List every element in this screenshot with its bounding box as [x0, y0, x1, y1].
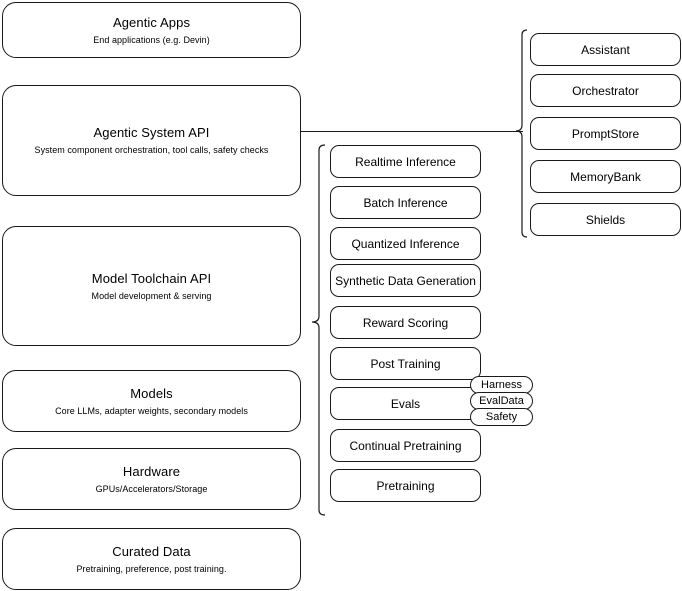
component-label: MemoryBank [570, 169, 641, 184]
component-label: Reward Scoring [362, 315, 449, 330]
bracket-toolchain-components [311, 144, 326, 516]
layer-title: Models [130, 385, 173, 401]
layer-subtitle: Pretraining, preference, post training. [76, 563, 227, 574]
component-box-memorybank[interactable]: MemoryBank [530, 160, 681, 193]
component-box-synthetic-data-generation[interactable]: Synthetic Data Generation [330, 264, 481, 297]
connector-line-agentic-system [301, 130, 523, 132]
tag-label: Safety [485, 411, 518, 423]
component-box-post-training[interactable]: Post Training [330, 347, 481, 380]
component-box-realtime-inference[interactable]: Realtime Inference [330, 145, 481, 178]
layer-title: Curated Data [112, 543, 191, 559]
component-label: Pretraining [376, 478, 435, 493]
layer-subtitle: GPUs/Accelerators/Storage [95, 483, 208, 494]
component-box-assistant[interactable]: Assistant [530, 33, 681, 66]
layer-box-model-toolchain-api[interactable]: Model Toolchain API Model development & … [2, 226, 301, 346]
layer-box-curated-data[interactable]: Curated Data Pretraining, preference, po… [2, 528, 301, 590]
layer-box-agentic-system-api[interactable]: Agentic System API System component orch… [2, 85, 301, 196]
layer-box-agentic-apps[interactable]: Agentic Apps End applications (e.g. Devi… [2, 2, 301, 58]
component-label: Evals [390, 396, 421, 411]
component-label: Orchestrator [572, 83, 639, 98]
layer-subtitle: Core LLMs, adapter weights, secondary mo… [55, 405, 248, 416]
component-label: PromptStore [571, 126, 640, 141]
component-label: Synthetic Data Generation [335, 273, 476, 288]
component-box-shields[interactable]: Shields [530, 203, 681, 236]
layer-box-models[interactable]: Models Core LLMs, adapter weights, secon… [2, 370, 301, 432]
layer-title: Hardware [122, 463, 181, 479]
tag-pill-safety[interactable]: Safety [470, 408, 533, 426]
tag-label: Harness [481, 379, 522, 391]
component-label: Post Training [370, 356, 441, 371]
layer-box-hardware[interactable]: Hardware GPUs/Accelerators/Storage [2, 448, 301, 510]
tag-label: EvalData [479, 395, 524, 407]
component-box-evals[interactable]: Evals [330, 387, 481, 420]
component-label: Assistant [581, 42, 630, 57]
component-box-orchestrator[interactable]: Orchestrator [530, 74, 681, 107]
tag-pill-evaldata[interactable]: EvalData [470, 392, 533, 410]
layer-title: Model Toolchain API [91, 270, 212, 286]
component-box-batch-inference[interactable]: Batch Inference [330, 186, 481, 219]
component-box-pretraining[interactable]: Pretraining [330, 469, 481, 502]
component-label: Quantized Inference [351, 236, 460, 251]
component-box-continual-pretraining[interactable]: Continual Pretraining [330, 429, 481, 462]
layer-subtitle: Model development & serving [91, 290, 212, 301]
bracket-agentic-components [515, 29, 528, 238]
layer-subtitle: End applications (e.g. Devin) [93, 34, 210, 45]
component-box-promptstore[interactable]: PromptStore [530, 117, 681, 150]
layer-subtitle: System component orchestration, tool cal… [34, 145, 269, 155]
component-label: Shields [585, 212, 626, 227]
layer-title: Agentic System API [93, 125, 210, 140]
component-box-reward-scoring[interactable]: Reward Scoring [330, 306, 481, 339]
layer-title: Agentic Apps [112, 14, 191, 30]
component-box-quantized-inference[interactable]: Quantized Inference [330, 227, 481, 260]
component-label: Realtime Inference [355, 154, 456, 169]
component-label: Batch Inference [363, 195, 448, 210]
component-label: Continual Pretraining [349, 438, 462, 453]
